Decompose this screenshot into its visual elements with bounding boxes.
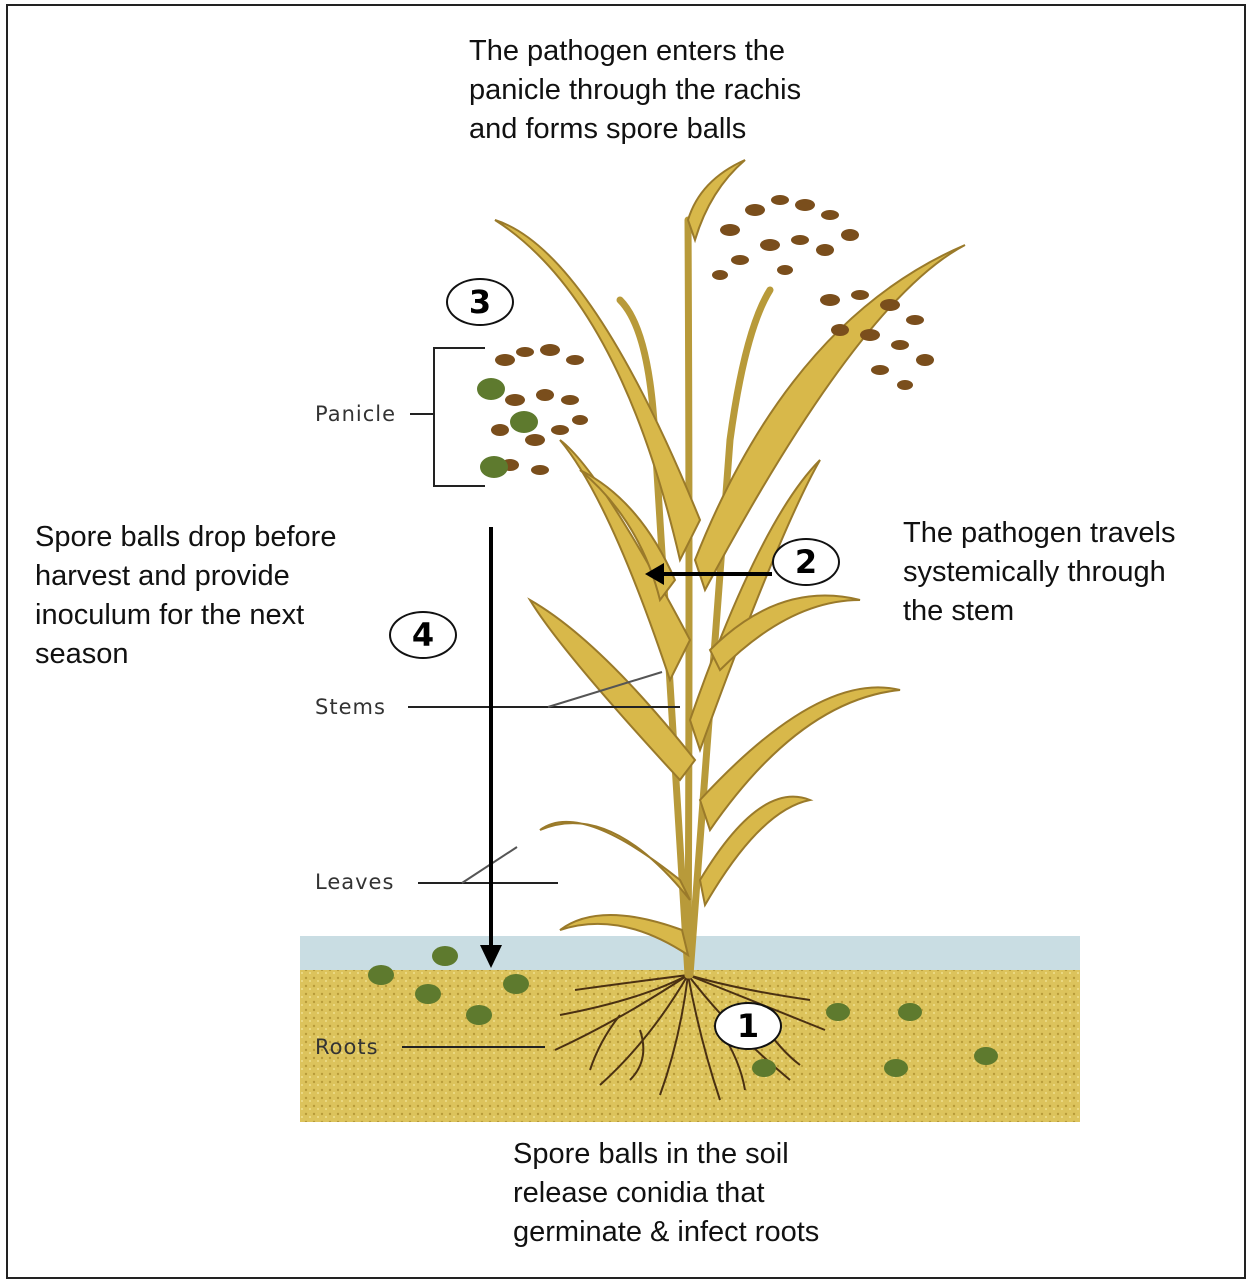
panicle-top [712,195,859,280]
step4-caption: Spore balls drop before harvest and prov… [35,518,336,674]
step2-caption: The pathogen travels systemically throug… [903,514,1175,631]
stems-label: Stems [315,695,386,719]
panicle-label: Panicle [315,402,396,426]
panicle-bracket [434,348,485,486]
step2-marker: 2 [772,538,840,586]
roots-label: Roots [315,1035,379,1059]
step3-caption: The pathogen enters the panicle through … [469,32,801,149]
step1-caption: Spore balls in the soil release conidia … [513,1135,819,1252]
leaves [495,160,965,955]
step4-marker: 4 [389,611,457,659]
step1-marker: 1 [714,1002,782,1050]
leaves-label: Leaves [315,870,394,894]
panicles [486,195,934,475]
step3-marker: 3 [446,278,514,326]
